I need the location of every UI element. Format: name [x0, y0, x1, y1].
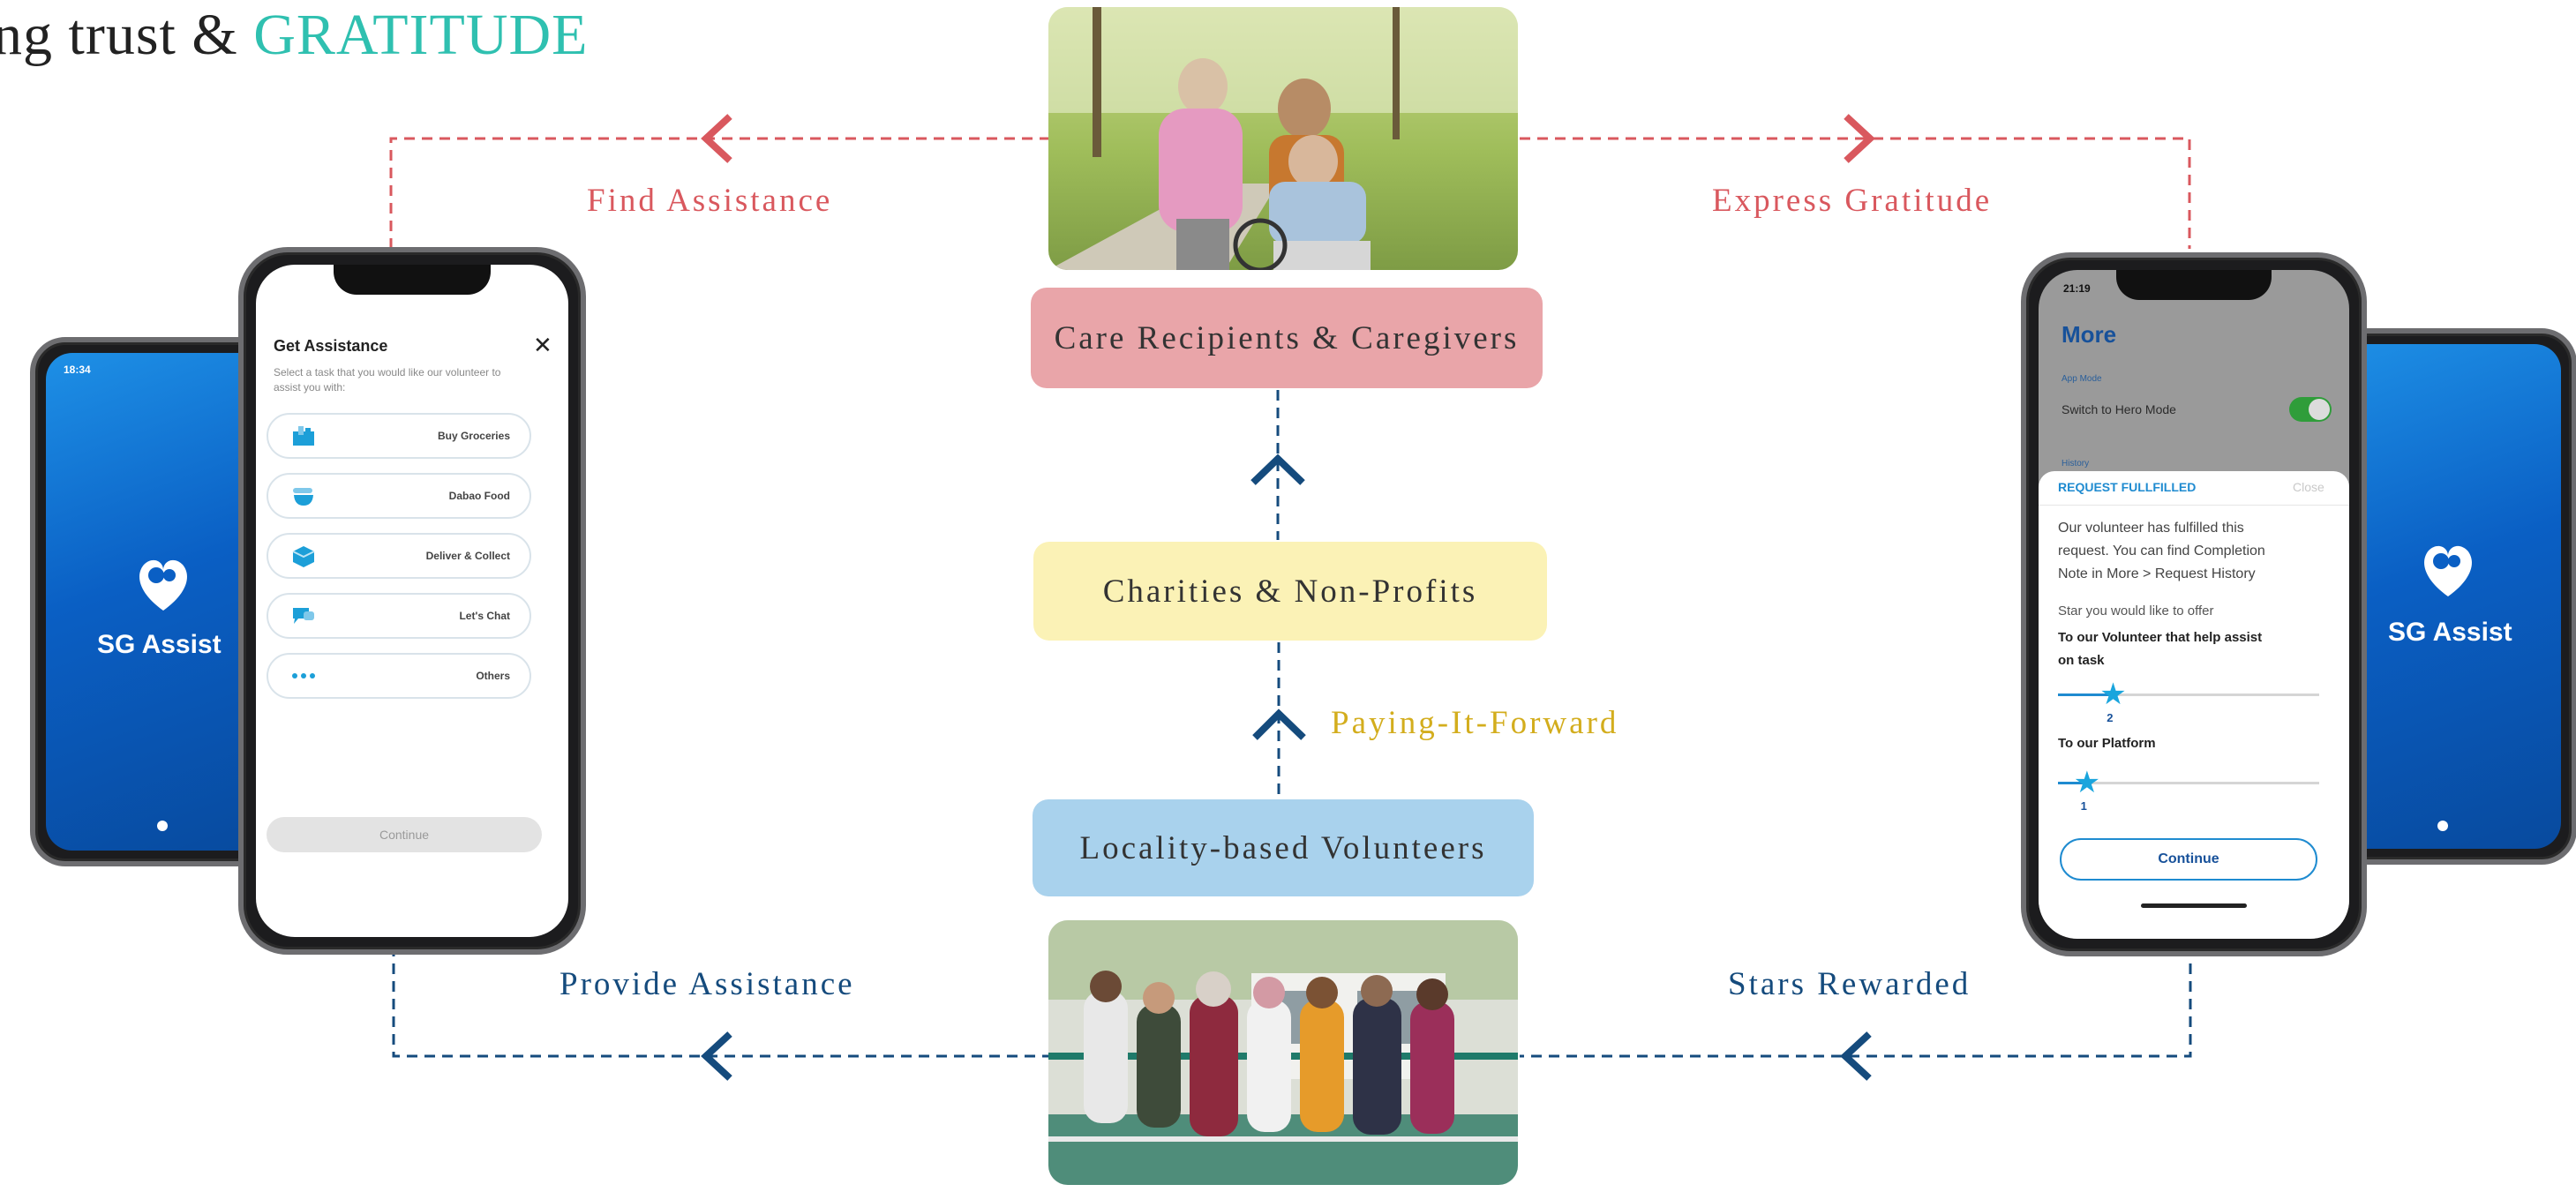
blue-connector-left	[392, 946, 1048, 1058]
option-deliver-collect[interactable]: Deliver & Collect	[267, 533, 531, 579]
platform-star-slider-track[interactable]	[2058, 782, 2319, 784]
platform-stars-label: To our Platform	[2058, 736, 2156, 751]
label-provide-assistance: Provide Assistance	[560, 966, 855, 1002]
red-arrow-left-icon	[701, 114, 732, 163]
volunteers-photo-illustration	[1048, 920, 1518, 1185]
volunteer-stars-label: To our Volunteer that help assist on tas…	[2058, 630, 2263, 668]
request-fulfilled-sheet: REQUEST FULLFILLED Close Our volunteer h…	[2039, 471, 2349, 939]
box-volunteers: Locality-based Volunteers	[1033, 799, 1534, 896]
red-arrow-right-icon	[1844, 114, 1875, 163]
label-express-gratitude: Express Gratitude	[1712, 183, 1993, 219]
right-back-app-name: SG Assist	[2388, 618, 2512, 647]
get-assistance-title: Get Assistance	[274, 337, 388, 355]
volunteer-star-value: 2	[2107, 711, 2114, 724]
blue-arrow-up-lower-icon	[1252, 708, 1306, 740]
modal-close-button[interactable]: Close	[2293, 480, 2324, 494]
option-others[interactable]: Others	[267, 653, 531, 699]
blue-arrow-up-upper-icon	[1250, 454, 1305, 485]
box-charities: Charities & Non-Profits	[1033, 542, 1547, 641]
left-front-screen: Get Assistance ✕ Select a task that you …	[256, 265, 568, 937]
red-connector-right	[1520, 137, 2191, 249]
history-label: History	[2062, 459, 2090, 469]
continue-button[interactable]: Continue	[267, 817, 542, 852]
blue-arrow-right-icon	[1840, 1031, 1872, 1081]
get-assistance-subtitle: Select a task that you would like our vo…	[274, 366, 501, 394]
volunteers-photo	[1048, 920, 1518, 1185]
blue-connector-right	[1520, 946, 2192, 1058]
option-dabao-food[interactable]: Dabao Food	[267, 473, 531, 519]
home-indicator-dot	[157, 821, 168, 831]
platform-star-slider-thumb-icon[interactable]: ★	[2073, 766, 2101, 799]
volunteer-star-slider-fill	[2058, 693, 2111, 696]
option-buy-groceries[interactable]: Buy Groceries	[267, 413, 531, 459]
food-bowl-icon	[293, 488, 313, 506]
star-prompt: Star you would like to offer	[2058, 603, 2214, 618]
more-header: More	[2062, 321, 2117, 348]
home-indicator-bar	[2141, 903, 2247, 908]
phone-notch	[334, 265, 491, 295]
care-recipients-photo	[1048, 7, 1518, 270]
platform-star-value: 1	[2080, 799, 2087, 813]
page-title: ng trust & GRATITUDE	[0, 2, 588, 69]
modal-title: REQUEST FULLFILLED	[2058, 480, 2197, 494]
toggle-knob	[2309, 399, 2330, 420]
sg-assist-logo-icon-right	[2424, 545, 2472, 596]
left-back-app-name: SG Assist	[97, 630, 222, 659]
blue-arrow-left-icon	[701, 1031, 732, 1081]
modal-body: Our volunteer has fulfilled this request…	[2058, 521, 2265, 581]
platform-star-slider-fill	[2058, 782, 2084, 784]
care-photo-illustration	[1048, 7, 1518, 270]
switch-hero-mode-label: Switch to Hero Mode	[2062, 402, 2176, 416]
continue-button-right[interactable]: Continue	[2060, 838, 2317, 881]
left-front-phone: Get Assistance ✕ Select a task that you …	[238, 247, 586, 955]
volunteer-star-slider-thumb-icon[interactable]: ★	[2099, 678, 2127, 711]
right-front-time: 21:19	[2063, 282, 2091, 295]
label-paying-it-forward: Paying-It-Forward	[1331, 705, 1619, 741]
home-indicator-dot-right	[2437, 821, 2448, 831]
option-lets-chat[interactable]: Let's Chat	[267, 593, 531, 639]
red-connector-left	[389, 137, 1050, 249]
close-icon[interactable]: ✕	[533, 332, 552, 358]
label-stars-rewarded: Stars Rewarded	[1728, 966, 1971, 1002]
phone-notch-right	[2116, 270, 2272, 300]
left-back-time: 18:34	[64, 364, 91, 376]
volunteer-star-slider-track[interactable]	[2058, 693, 2319, 696]
more-dots-icon	[292, 673, 315, 678]
box-care-recipients: Care Recipients & Caregivers	[1031, 288, 1543, 388]
app-mode-label: App Mode	[2062, 374, 2102, 384]
hero-mode-toggle[interactable]	[2289, 397, 2332, 422]
chat-icon	[293, 608, 314, 624]
package-icon	[292, 546, 315, 567]
title-accent: GRATITUDE	[253, 3, 589, 67]
right-front-screen: 21:19 More App Mode Switch to Hero Mode …	[2039, 270, 2349, 939]
label-find-assistance: Find Assistance	[587, 183, 833, 219]
modal-divider	[2039, 505, 2349, 506]
right-front-phone: 21:19 More App Mode Switch to Hero Mode …	[2021, 252, 2367, 956]
title-prefix: ng trust &	[0, 3, 254, 67]
sg-assist-logo-icon	[139, 559, 187, 611]
groceries-icon	[293, 426, 314, 446]
